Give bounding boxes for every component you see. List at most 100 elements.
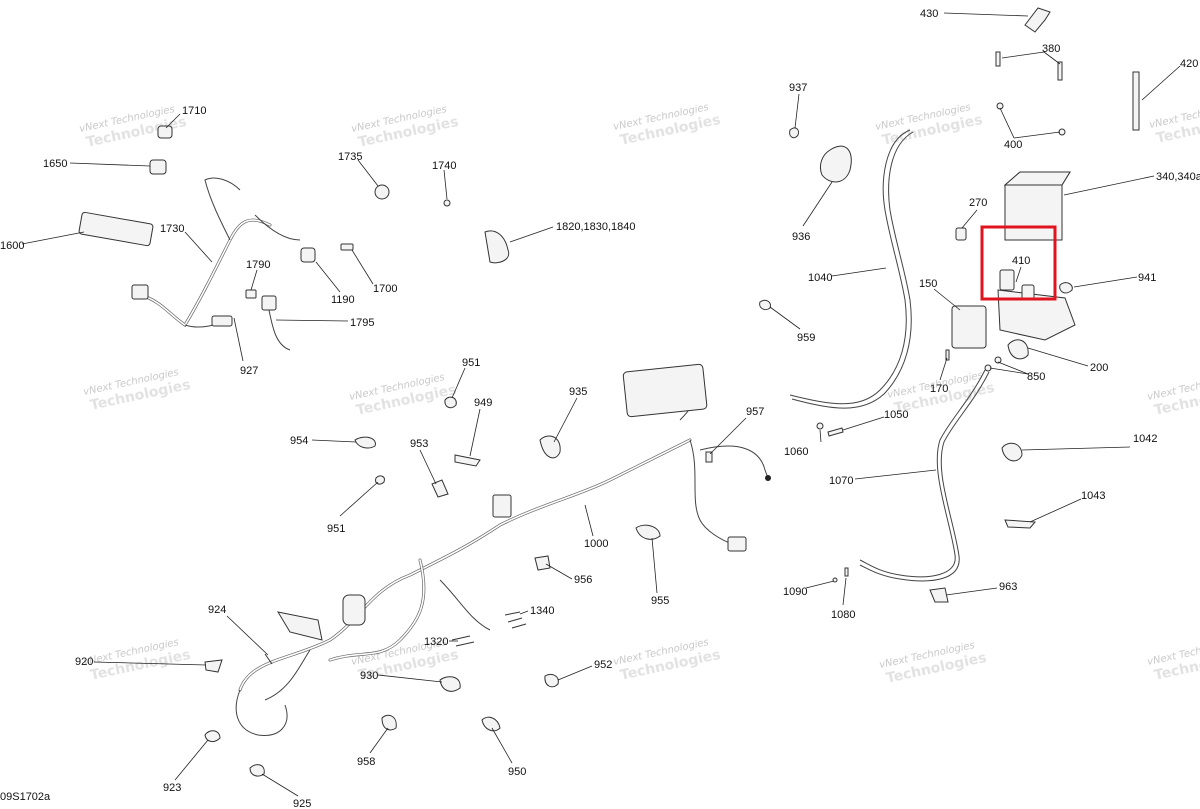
loop-955 bbox=[635, 524, 661, 540]
loop-935 bbox=[539, 435, 561, 459]
main-harness-connector bbox=[492, 494, 512, 518]
callout-1735: 1735 bbox=[338, 151, 362, 163]
callout-924: 924 bbox=[208, 604, 226, 616]
clip-1043 bbox=[1004, 519, 1037, 529]
callout-380: 380 bbox=[1042, 43, 1060, 55]
clip-930 bbox=[439, 676, 461, 692]
callout-1042: 1042 bbox=[1133, 433, 1157, 445]
connector-1730b bbox=[211, 315, 233, 327]
bolts-1340 bbox=[504, 611, 527, 629]
watermark: vNext Technologies Technologies bbox=[1148, 100, 1200, 147]
loop-1042 bbox=[1001, 442, 1023, 462]
small-parts bbox=[204, 396, 713, 777]
callout-1060: 1060 bbox=[784, 446, 808, 458]
callout-1190: 1190 bbox=[331, 294, 355, 306]
callout-270: 270 bbox=[969, 197, 987, 209]
callout-951a: 951 bbox=[462, 357, 480, 369]
rod-420 bbox=[1132, 71, 1140, 131]
clip-925 bbox=[249, 764, 265, 777]
bolt-1080 bbox=[844, 567, 849, 577]
callout-400: 400 bbox=[1004, 139, 1022, 151]
relay-410b bbox=[1021, 284, 1035, 300]
harness-grommet bbox=[342, 594, 366, 626]
callout-1650: 1650 bbox=[43, 158, 67, 170]
watermark: vNext Technologies Technologies bbox=[1146, 637, 1200, 684]
diagram-code: 09S1702a bbox=[0, 791, 51, 803]
clip-959 bbox=[759, 299, 771, 311]
callout-340: 340,340a bbox=[1156, 171, 1200, 183]
callout-1700: 1700 bbox=[373, 283, 397, 295]
part-1190 bbox=[300, 247, 316, 263]
callout-927: 927 bbox=[240, 365, 258, 377]
clip-954 bbox=[354, 436, 376, 449]
callout-1740: 1740 bbox=[432, 160, 456, 172]
clip-923 bbox=[204, 730, 221, 743]
watermark: vNext Technologies Technologies bbox=[612, 637, 722, 684]
callout-951b: 951 bbox=[327, 523, 345, 535]
callout-936: 936 bbox=[792, 231, 810, 243]
washer-1060 bbox=[816, 422, 824, 430]
callout-1070: 1070 bbox=[829, 475, 853, 487]
clip-963 bbox=[929, 587, 949, 603]
callout-1820: 1820,1830,1840 bbox=[556, 221, 636, 233]
washer-400a bbox=[996, 102, 1004, 110]
regulator-150 bbox=[951, 305, 987, 349]
part-1700 bbox=[340, 243, 354, 251]
main-harness-connector-2 bbox=[727, 536, 747, 552]
relay-1650 bbox=[149, 159, 167, 175]
bolt-1050 bbox=[827, 427, 844, 437]
highlight-box-410 bbox=[980, 225, 1057, 301]
callout-941: 941 bbox=[1138, 272, 1156, 284]
callout-956: 956 bbox=[574, 574, 592, 586]
callout-420: 420 bbox=[1180, 58, 1198, 70]
callout-1040: 1040 bbox=[808, 272, 832, 284]
callout-1320: 1320 bbox=[424, 636, 448, 648]
clip-949 bbox=[454, 454, 481, 467]
callout-963: 963 bbox=[999, 581, 1017, 593]
callout-937: 937 bbox=[789, 82, 807, 94]
watermark: vNext Technologies Technologies bbox=[82, 637, 192, 684]
clip-920 bbox=[204, 659, 223, 673]
nut-850a bbox=[994, 356, 1002, 364]
callout-959: 959 bbox=[797, 332, 815, 344]
clip-951a bbox=[444, 396, 457, 409]
watermark: vNext Technologies Technologies bbox=[874, 102, 984, 149]
bolts-1320 bbox=[451, 635, 475, 647]
callout-1600: 1600 bbox=[0, 240, 24, 252]
relay-410 bbox=[999, 269, 1015, 291]
callout-850: 850 bbox=[1027, 371, 1045, 383]
watermark: vNext Technologies Technologies bbox=[348, 372, 458, 419]
callout-957: 957 bbox=[746, 406, 764, 418]
sub-harness-1730 bbox=[78, 125, 510, 351]
callout-1710: 1710 bbox=[182, 105, 206, 117]
watermark: vNext Technologies Technologies bbox=[350, 104, 460, 151]
callout-1730: 1730 bbox=[160, 223, 184, 235]
part-1790 bbox=[245, 289, 257, 299]
callout-923: 923 bbox=[163, 782, 181, 794]
bolt-170 bbox=[945, 349, 950, 361]
callout-953: 953 bbox=[410, 438, 428, 450]
callout-950: 950 bbox=[508, 766, 526, 778]
callout-150: 150 bbox=[919, 278, 937, 290]
callout-935: 935 bbox=[569, 386, 587, 398]
connector-1730 bbox=[131, 284, 149, 300]
clip-937 bbox=[789, 127, 799, 139]
callout-1050: 1050 bbox=[884, 409, 908, 421]
bolt-380b bbox=[1057, 61, 1063, 81]
sensor-1710 bbox=[157, 125, 173, 139]
callout-200: 200 bbox=[1090, 362, 1108, 374]
harness-bracket bbox=[276, 611, 323, 641]
clip-958 bbox=[381, 714, 397, 731]
watermark: vNext Technologies Technologies bbox=[878, 640, 988, 687]
watermark: vNext Technologies Technologies bbox=[82, 367, 192, 414]
loop-936 bbox=[819, 145, 852, 183]
watermark: vNext Technologies Technologies bbox=[1146, 372, 1200, 419]
callout-1080: 1080 bbox=[831, 609, 855, 621]
clip-956 bbox=[534, 555, 551, 571]
pin-924 bbox=[264, 653, 273, 665]
battery-top bbox=[1003, 171, 1071, 186]
callout-1043: 1043 bbox=[1081, 490, 1105, 502]
bracket-430 bbox=[1024, 7, 1051, 33]
part-1740 bbox=[443, 199, 451, 207]
